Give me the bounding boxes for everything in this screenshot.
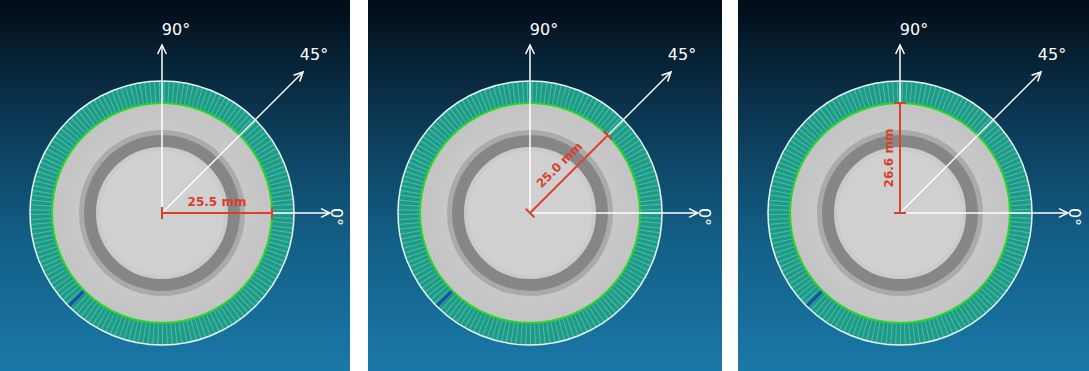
measurement-tick bbox=[161, 207, 163, 219]
axis-90 bbox=[529, 45, 531, 213]
axis-90-head bbox=[526, 45, 535, 54]
measurement-tick bbox=[894, 102, 906, 104]
axis-45 bbox=[162, 72, 303, 213]
measurement-line bbox=[162, 212, 272, 214]
axis-0 bbox=[530, 212, 698, 214]
axis-45-head bbox=[662, 72, 671, 81]
measurement-panel: 90° 45° 0° 25.5 mm bbox=[0, 0, 350, 371]
index-mark bbox=[807, 291, 821, 305]
ring-illustration bbox=[738, 0, 1089, 371]
measurement-line bbox=[530, 135, 608, 213]
axis-90 bbox=[899, 45, 901, 213]
angle-label: 90° bbox=[162, 22, 190, 38]
axis-0 bbox=[162, 212, 330, 214]
dimension-label: 25.5 mm bbox=[188, 196, 247, 208]
measurement-tick bbox=[604, 131, 612, 139]
axis-45 bbox=[900, 72, 1041, 213]
ring-illustration bbox=[0, 0, 350, 371]
angle-label: 0° bbox=[328, 208, 344, 226]
measurement-tick bbox=[894, 212, 906, 214]
dimension-label: 26.6 mm bbox=[883, 129, 895, 188]
measurement-panel: 90° 45° 0° 26.6 mm bbox=[738, 0, 1089, 371]
axis-45-head bbox=[1032, 72, 1041, 81]
angle-label: 90° bbox=[530, 22, 558, 38]
measurement-line bbox=[899, 103, 901, 213]
axis-45-head bbox=[294, 72, 303, 81]
angle-label: 45° bbox=[300, 47, 328, 63]
axis-45 bbox=[530, 72, 671, 213]
angle-label: 0° bbox=[696, 208, 712, 226]
measurement-tick bbox=[526, 209, 534, 217]
axis-0 bbox=[900, 212, 1068, 214]
measurement-tick bbox=[271, 207, 273, 219]
index-mark bbox=[437, 291, 451, 305]
angle-label: 0° bbox=[1066, 208, 1082, 226]
angle-label: 45° bbox=[668, 47, 696, 63]
angle-label: 45° bbox=[1038, 47, 1066, 63]
axis-90-head bbox=[896, 45, 905, 54]
axis-90 bbox=[161, 45, 163, 213]
measurement-panel: 90°45°0°25.0 mm bbox=[368, 0, 722, 371]
angle-label: 90° bbox=[900, 22, 928, 38]
axis-90-head bbox=[158, 45, 167, 54]
index-mark bbox=[69, 291, 83, 305]
